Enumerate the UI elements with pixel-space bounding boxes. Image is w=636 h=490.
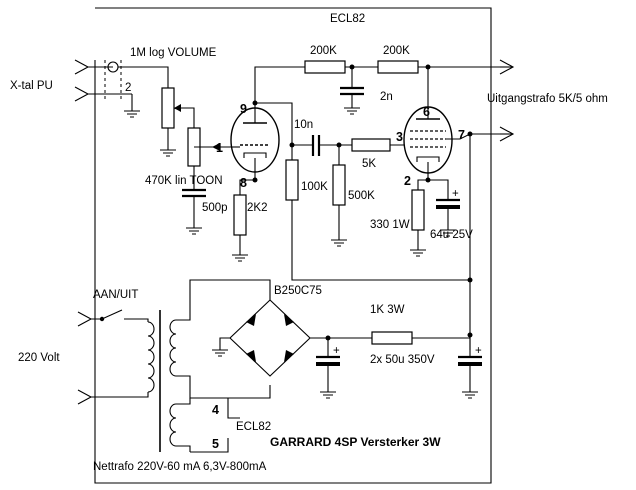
r-1k [371, 331, 413, 345]
pentode-cathode [416, 156, 440, 162]
ground-symbol [124, 110, 140, 118]
filament-box [190, 397, 240, 453]
triode-cathode [243, 152, 267, 158]
pin-6-label: 6 [423, 105, 430, 119]
cap-filter-a-plate-b [316, 362, 340, 366]
r-100k-label: 100K [301, 181, 328, 193]
primary-coil [147, 321, 155, 393]
plate-feed [254, 66, 305, 103]
cathode-to-2k2 [239, 179, 255, 195]
r-2k2-label: 2K2 [247, 202, 267, 214]
mains-arrow-bottom [77, 389, 93, 405]
r-200k-b [377, 60, 419, 74]
filament-leads [176, 398, 191, 452]
pin-3-label: 3 [396, 130, 403, 144]
diode-4 [284, 350, 294, 362]
r-500k [332, 164, 346, 206]
bridge-frame [229, 299, 311, 377]
input-arrow-top [74, 59, 90, 75]
diode-2 [284, 314, 294, 326]
r-200k-a-label: 200K [310, 45, 337, 57]
node-rail-a [467, 277, 473, 283]
plate-to-10n [255, 102, 313, 146]
filament-pin-5: 5 [212, 437, 219, 451]
r-200k-a [304, 60, 346, 74]
cap-64u-label: 64u 25V [430, 229, 473, 241]
input-pin-2: 2 [125, 82, 131, 94]
chassis-border [94, 7, 492, 484]
bridge-label: B250C75 [274, 285, 322, 297]
cathode-branch [417, 179, 449, 200]
pin-1-label: 1 [216, 141, 223, 155]
volume-ground [160, 128, 176, 157]
filter-caps-label: 2x 50u 350V [370, 354, 435, 366]
switch-lever [91, 309, 123, 320]
input-label: X-tal PU [10, 80, 53, 92]
cap-filter-b-plus: + [475, 345, 482, 357]
cap-500p-label: 500p [202, 202, 228, 214]
filament-pin-4: 4 [212, 403, 219, 417]
cap-10n-label: 10n [294, 119, 313, 131]
filament-tube-label: ECL82 [236, 421, 271, 433]
volume-pot [161, 87, 175, 129]
cap-filter-b-plate-b [458, 362, 482, 366]
hv-bottom-lead [176, 375, 271, 399]
r-100k [285, 159, 299, 201]
diode-3 [246, 350, 256, 362]
cap-64u-ground [440, 209, 456, 237]
cap-filter-b-ground [462, 366, 478, 399]
transformer-label: Nettrafo 220V-60 mA 6,3V-800mA [93, 461, 267, 473]
schematic-title: GARRARD 4SP Versterker 3W [270, 435, 441, 449]
grid1-arrow [212, 143, 220, 151]
r-330-ground [410, 230, 426, 257]
output-label: Uitgangstrafo 5K/5 ohm [487, 93, 608, 105]
filament-coil [169, 403, 177, 447]
secondary-coil-hv [169, 319, 177, 377]
cap-filter-a-plus: + [333, 345, 340, 357]
bridge-to-ground [212, 337, 230, 357]
mains-label: 220 Volt [18, 352, 60, 364]
r-1k-label: 1K 3W [370, 304, 405, 316]
tube-title: ECL82 [330, 13, 365, 25]
r-2k2 [233, 194, 247, 236]
volume-pot-label: 1M log VOLUME [130, 47, 217, 59]
tone-pot-label: 470K lin TOON [145, 175, 223, 187]
r-2k2-ground [232, 235, 248, 262]
volume-wiper-arrow [174, 104, 181, 112]
r-330 [411, 189, 425, 231]
mains-arrow-top [77, 311, 93, 327]
pentode-screen-lead [446, 133, 500, 140]
pin-9-label: 9 [240, 102, 247, 116]
pin-8-label: 8 [240, 176, 247, 190]
cap-64u-plus: + [452, 188, 459, 200]
input-arrow-bottom [74, 86, 90, 102]
r-100k-bottom [291, 200, 470, 281]
cap-64u-plate-b [436, 205, 460, 209]
mains-bottom-wire [91, 392, 149, 398]
r-500k-ground [331, 205, 347, 247]
pin-7-label: 7 [458, 128, 465, 142]
vol-to-tone [181, 107, 195, 128]
r-500k-label: 500K [348, 190, 375, 202]
switch-to-primary [124, 318, 149, 322]
cap-filter-a-ground [320, 366, 336, 399]
r-330-label: 330 1W [370, 219, 410, 231]
input-hot-wire [118, 66, 169, 88]
r-5k [351, 138, 391, 152]
r-200k-b-label: 200K [383, 45, 410, 57]
cap-2n-ground [344, 94, 360, 115]
r-5k-label: 5K [362, 158, 376, 170]
cap-2n-label: 2n [380, 91, 393, 103]
hv-top-lead [176, 279, 271, 321]
cap-500p-ground [186, 196, 202, 235]
switch-label: AAN/UIT [93, 289, 138, 301]
diode-1 [246, 314, 256, 326]
pin-2b-label: 2 [404, 174, 411, 188]
